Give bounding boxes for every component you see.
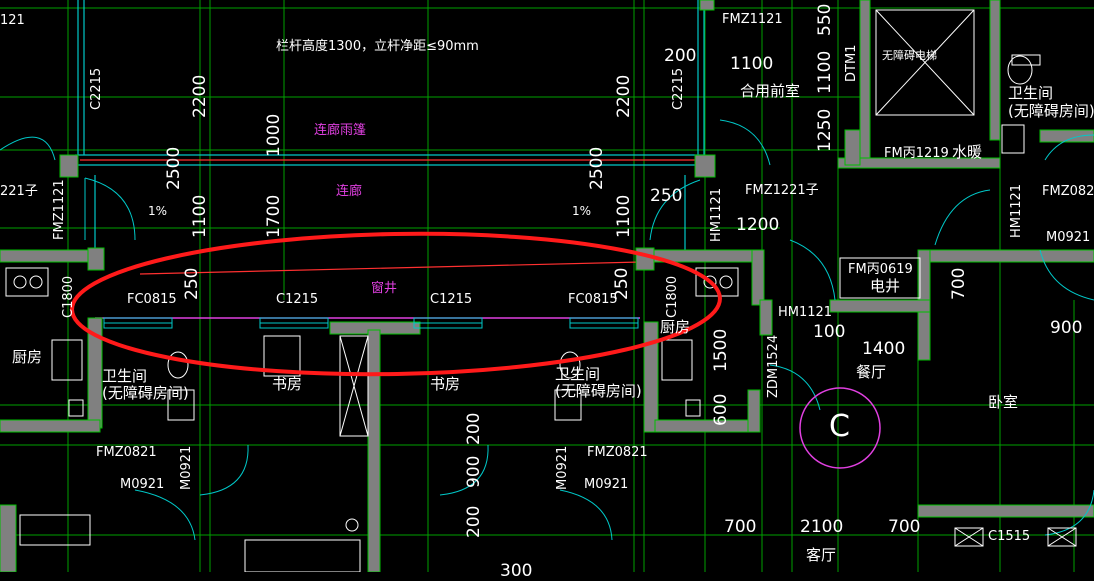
door-hm1121-right: HM1121 xyxy=(709,187,724,242)
room-study-left: 书房 xyxy=(272,375,303,393)
dim-2200-left: 2200 xyxy=(190,74,210,118)
dim-2500-right: 2500 xyxy=(587,146,607,190)
dim-200-a: 200 xyxy=(464,412,484,445)
window-c2215-right: C2215 xyxy=(671,67,686,110)
room-study-right: 书房 xyxy=(430,375,461,393)
door-left-edge-top: 121 xyxy=(0,13,25,28)
room-wc-barrier-free-right: 卫生间 (无障碍房间) xyxy=(1008,84,1094,120)
slope-left: 1% xyxy=(148,204,168,218)
room-dining: 餐厅 xyxy=(856,363,887,381)
window-c1800-right: C1800 xyxy=(665,275,680,318)
dim-250-left: 250 xyxy=(182,267,202,300)
room-bedroom: 卧室 xyxy=(988,393,1019,411)
dim-700-a: 700 xyxy=(724,517,757,537)
window-well-label: 窗井 xyxy=(371,281,398,296)
room-wc-barrier-free-center: 卫生间 (无障碍房间) xyxy=(555,365,642,401)
door-m0921-left-vertical: M0921 xyxy=(179,445,194,490)
dim-1100-vertical: 1100 xyxy=(815,50,835,94)
room-elevator-lobby: 合用前室 xyxy=(740,82,801,100)
room-water-heating: 水暖 xyxy=(952,143,983,161)
room-living: 客厅 xyxy=(806,546,837,564)
axis-bubble-c xyxy=(799,387,881,469)
door-hm1121-vertical: HM1121 xyxy=(1009,183,1024,238)
window-c1515: C1515 xyxy=(988,529,1031,544)
dim-1250: 1250 xyxy=(815,108,835,152)
dim-250-right: 250 xyxy=(612,267,632,300)
dim-1700: 1700 xyxy=(264,194,284,238)
door-fmz1121-left: FMZ1121 xyxy=(52,179,67,240)
dim-200-b: 200 xyxy=(464,505,484,538)
fixtures xyxy=(5,54,1077,572)
corridor-label: 连廊 xyxy=(336,184,363,199)
room-kitchen-right: 厨房 xyxy=(660,318,691,336)
dim-700-right: 700 xyxy=(949,267,969,300)
window-fc0815-right: FC0815 xyxy=(568,292,618,307)
railing-note: 栏杆高度1300，立杆净距≤90mm xyxy=(276,39,479,54)
room-wc-barrier-free-left: 卫生间 (无障碍房间) xyxy=(102,367,189,403)
dim-100: 100 xyxy=(813,322,846,342)
dim-1100-right: 1100 xyxy=(614,194,634,238)
window-c1800-left: C1800 xyxy=(61,275,76,318)
door-m0921-center: M0921 xyxy=(584,477,629,492)
dim-2500-left: 2500 xyxy=(164,146,184,190)
door-m0921-left: M0921 xyxy=(120,477,165,492)
canopy-line xyxy=(80,159,700,275)
dim-700-b: 700 xyxy=(888,517,921,537)
door-hm1121: HM1121 xyxy=(778,305,833,320)
door-m0921-center-vertical: M0921 xyxy=(555,445,570,490)
dim-200-top: 200 xyxy=(664,46,697,66)
dim-1100-left: 1100 xyxy=(190,194,210,238)
door-dtm1: DTM1 xyxy=(844,44,859,82)
door-fmz0821-left: FMZ0821 xyxy=(96,445,157,460)
door-fmz0821-right: FMZ0821 xyxy=(587,445,648,460)
dim-1500: 1500 xyxy=(711,328,731,372)
dim-2200-right: 2200 xyxy=(614,74,634,118)
canopy-label: 连廊雨篷 xyxy=(314,123,367,138)
window-c1215-left: C1215 xyxy=(276,292,319,307)
door-fmz082: FMZ082 xyxy=(1042,184,1094,199)
room-electric-shaft: 电井 xyxy=(870,277,901,295)
door-m0921-right: M0921 xyxy=(1046,230,1091,245)
dim-2100: 2100 xyxy=(800,517,844,537)
window-c1215-right: C1215 xyxy=(430,292,473,307)
dim-1200: 1200 xyxy=(736,215,780,235)
dim-900-a: 900 xyxy=(464,455,484,488)
corridor-lines xyxy=(75,0,705,250)
door-fm1219: FM丙1219 xyxy=(884,146,949,161)
axis-label-c: C xyxy=(829,409,850,444)
dim-1400: 1400 xyxy=(862,339,906,359)
door-221-left: 221子 xyxy=(0,184,38,199)
dim-900-right: 900 xyxy=(1050,318,1083,338)
room-barrier-free-elevator: 无障碍电梯 xyxy=(882,49,937,62)
door-fm0619: FM丙0619 xyxy=(848,262,913,277)
door-fmz1221: FMZ1221子 xyxy=(745,183,819,198)
window-symbols xyxy=(103,317,639,329)
dim-250-top: 250 xyxy=(650,186,683,206)
dim-1000: 1000 xyxy=(264,113,284,157)
elevator-shaft xyxy=(875,9,975,116)
door-zdm1524: ZDM1524 xyxy=(766,334,781,398)
window-c2215-left: C2215 xyxy=(89,67,104,110)
room-kitchen-left: 厨房 xyxy=(12,348,43,366)
window-fc0815-left: FC0815 xyxy=(127,292,177,307)
door-swings xyxy=(0,119,1094,541)
highlight-ellipse xyxy=(70,231,722,377)
slope-right: 1% xyxy=(572,204,592,218)
dim-600: 600 xyxy=(711,393,731,426)
dim-1100-horizontal: 1100 xyxy=(730,54,774,74)
dim-550: 550 xyxy=(815,3,835,36)
door-fmz1121: FMZ1121 xyxy=(722,12,783,27)
